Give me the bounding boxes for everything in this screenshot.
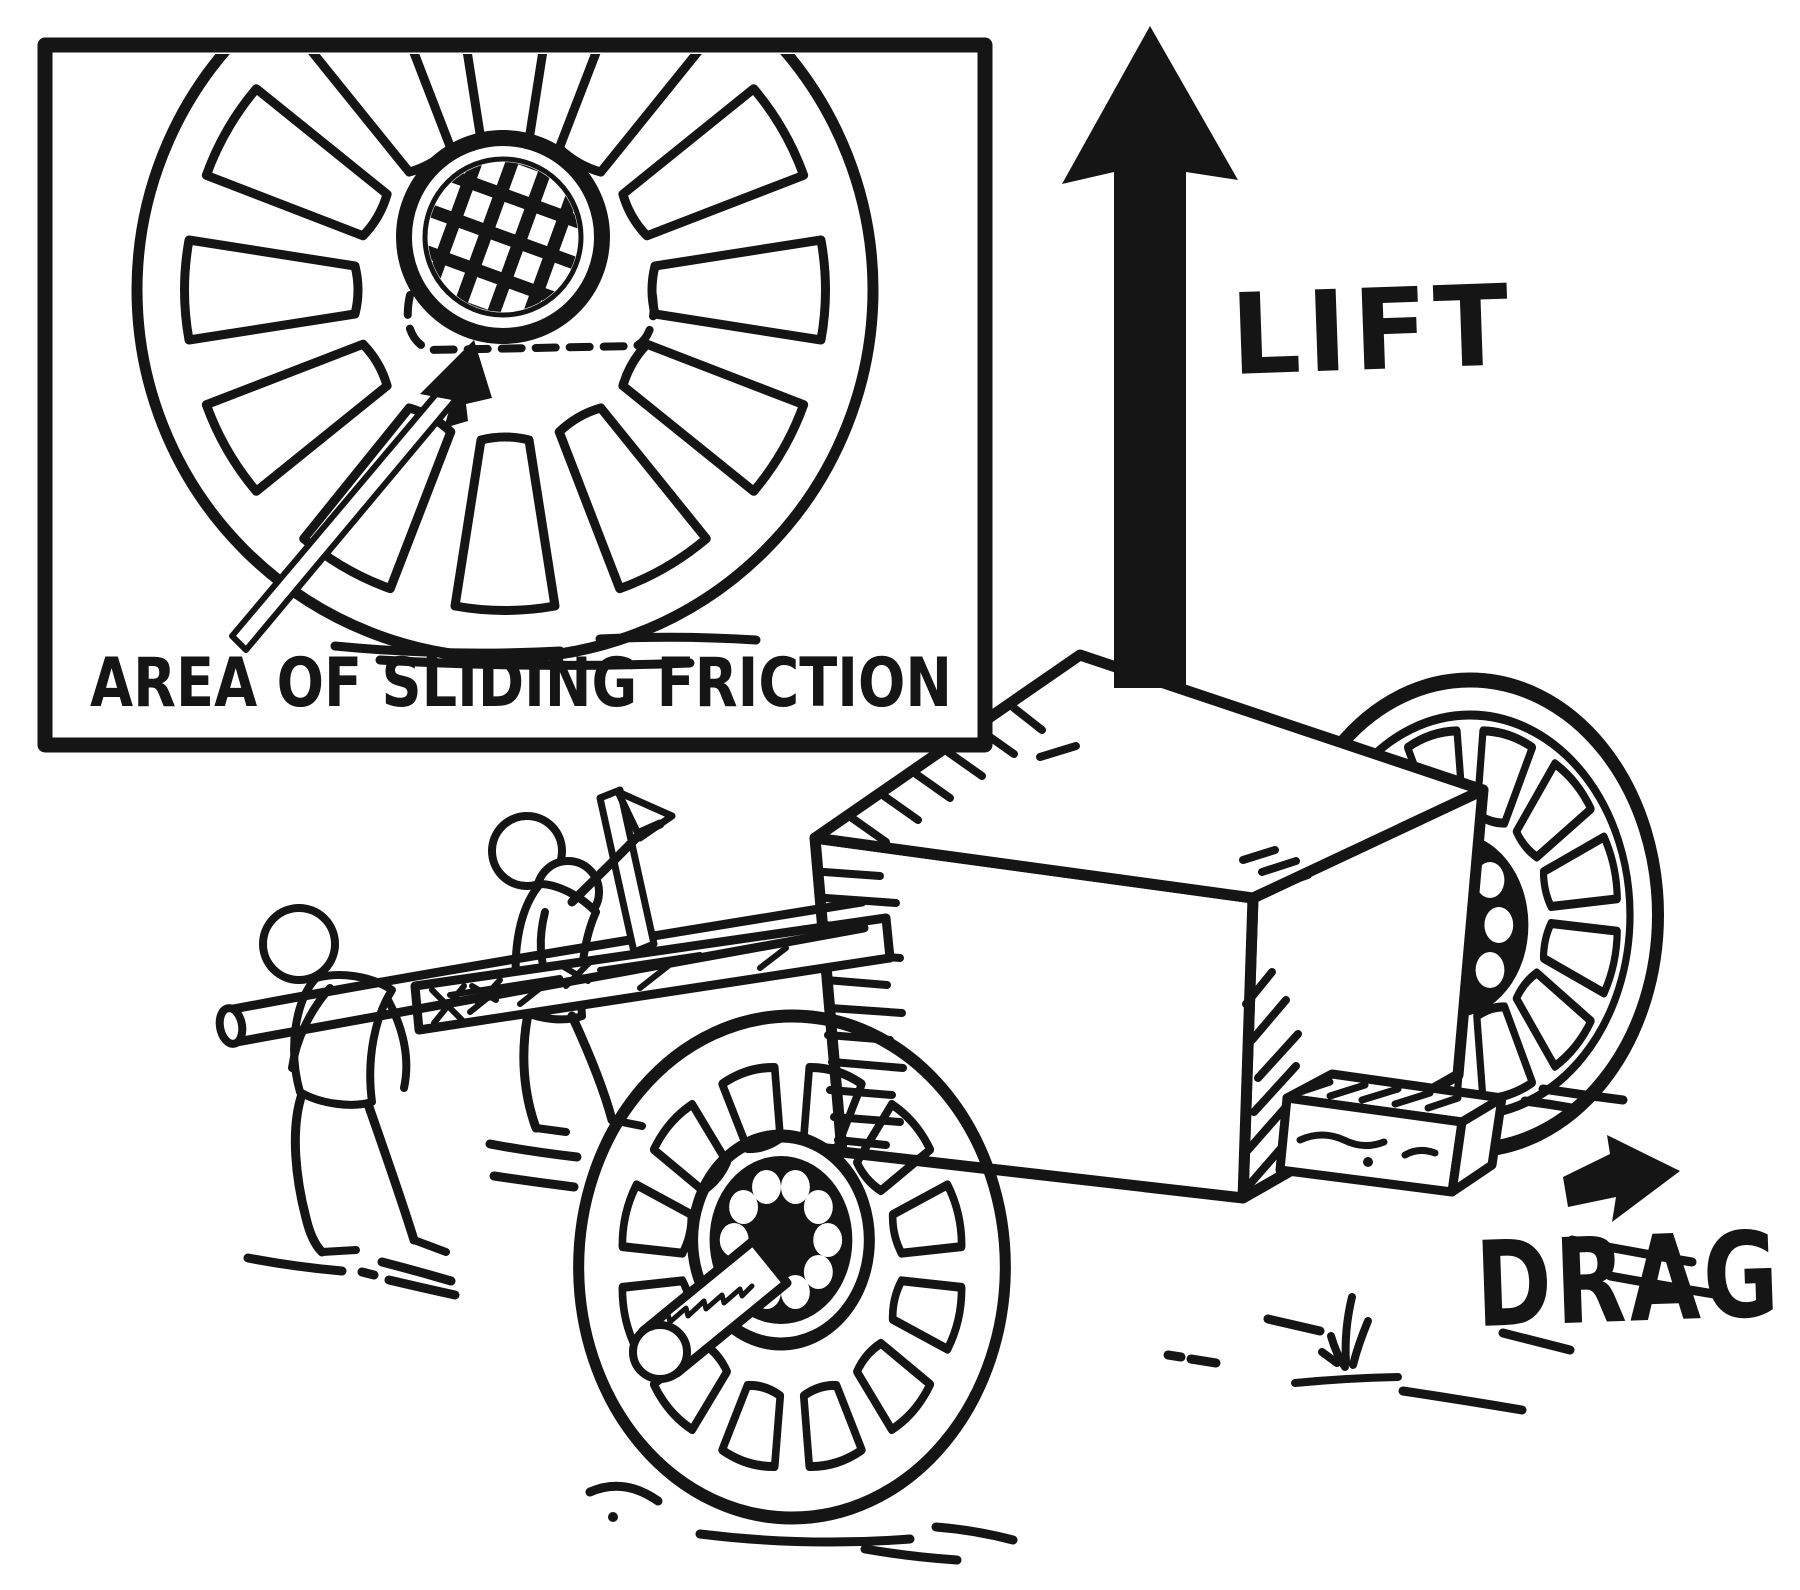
carry-pole: [215, 897, 869, 1048]
pole-bottom-edge: [226, 923, 869, 1048]
inset-caption: AREA OF SLIDING FRICTION: [90, 644, 952, 723]
front-hub-ring: [687, 1129, 875, 1351]
person-left-front-foot: [410, 1236, 450, 1256]
front-wheel-rim: [573, 1009, 1011, 1525]
person-left-front-leg: [363, 1099, 419, 1245]
person-left-head: [259, 904, 339, 984]
axle-thread-hatch: [649, 1283, 755, 1331]
front-axle: [629, 1236, 792, 1383]
inset-panel: AREA OF SLIDING FRICTION: [37, 37, 993, 753]
drag-arrow: [1563, 1135, 1680, 1222]
crate-box: [809, 649, 1489, 1204]
lift-arrow: [1062, 26, 1238, 688]
inset-hub-inner-ring: [422, 156, 584, 318]
board-brace: [596, 786, 676, 956]
ground-strokes: [243, 1084, 1725, 1565]
person-left-back-foot: [318, 1246, 360, 1256]
pole-end: [215, 1004, 247, 1048]
pointer-arrow: [229, 340, 492, 653]
slab-end: [1447, 1093, 1507, 1197]
drag-force: DRAG: [1473, 1135, 1784, 1355]
inset-hub-ring: [396, 130, 610, 344]
person-right-back-leg: [519, 1009, 541, 1133]
slab-hatching: [1296, 1078, 1462, 1159]
slab-knot: [1363, 1157, 1373, 1167]
person-left: [259, 904, 450, 1257]
inset-wheel: [131, 54, 879, 670]
sliding-friction-dashed-area: [403, 291, 658, 354]
person-right-front-foot: [608, 1116, 646, 1130]
inset-ground-strokes: [330, 632, 761, 670]
grass-tuft: [1291, 1293, 1402, 1387]
pole-lashing: [469, 957, 595, 1007]
lift-force: LIFT: [1062, 26, 1517, 688]
person-right-raised-arm: [567, 819, 665, 907]
ground-dot: [608, 1512, 618, 1522]
inset-wheel-rim: [131, 54, 879, 664]
axle-end-cap: [629, 1321, 691, 1383]
drag-underline-stroke: [1498, 1328, 1575, 1355]
cart-bed-slab: [1275, 1069, 1507, 1197]
lift-label: LIFT: [1228, 261, 1516, 401]
person-left-back-leg: [290, 1089, 327, 1257]
person-left-front-arm: [384, 996, 411, 1092]
person-right-front-leg: [567, 1011, 617, 1125]
pole-top-edge: [223, 897, 867, 1015]
inset-hub: [396, 130, 610, 344]
front-wheel: [573, 1009, 1011, 1525]
person-right-back-foot: [532, 1124, 570, 1136]
